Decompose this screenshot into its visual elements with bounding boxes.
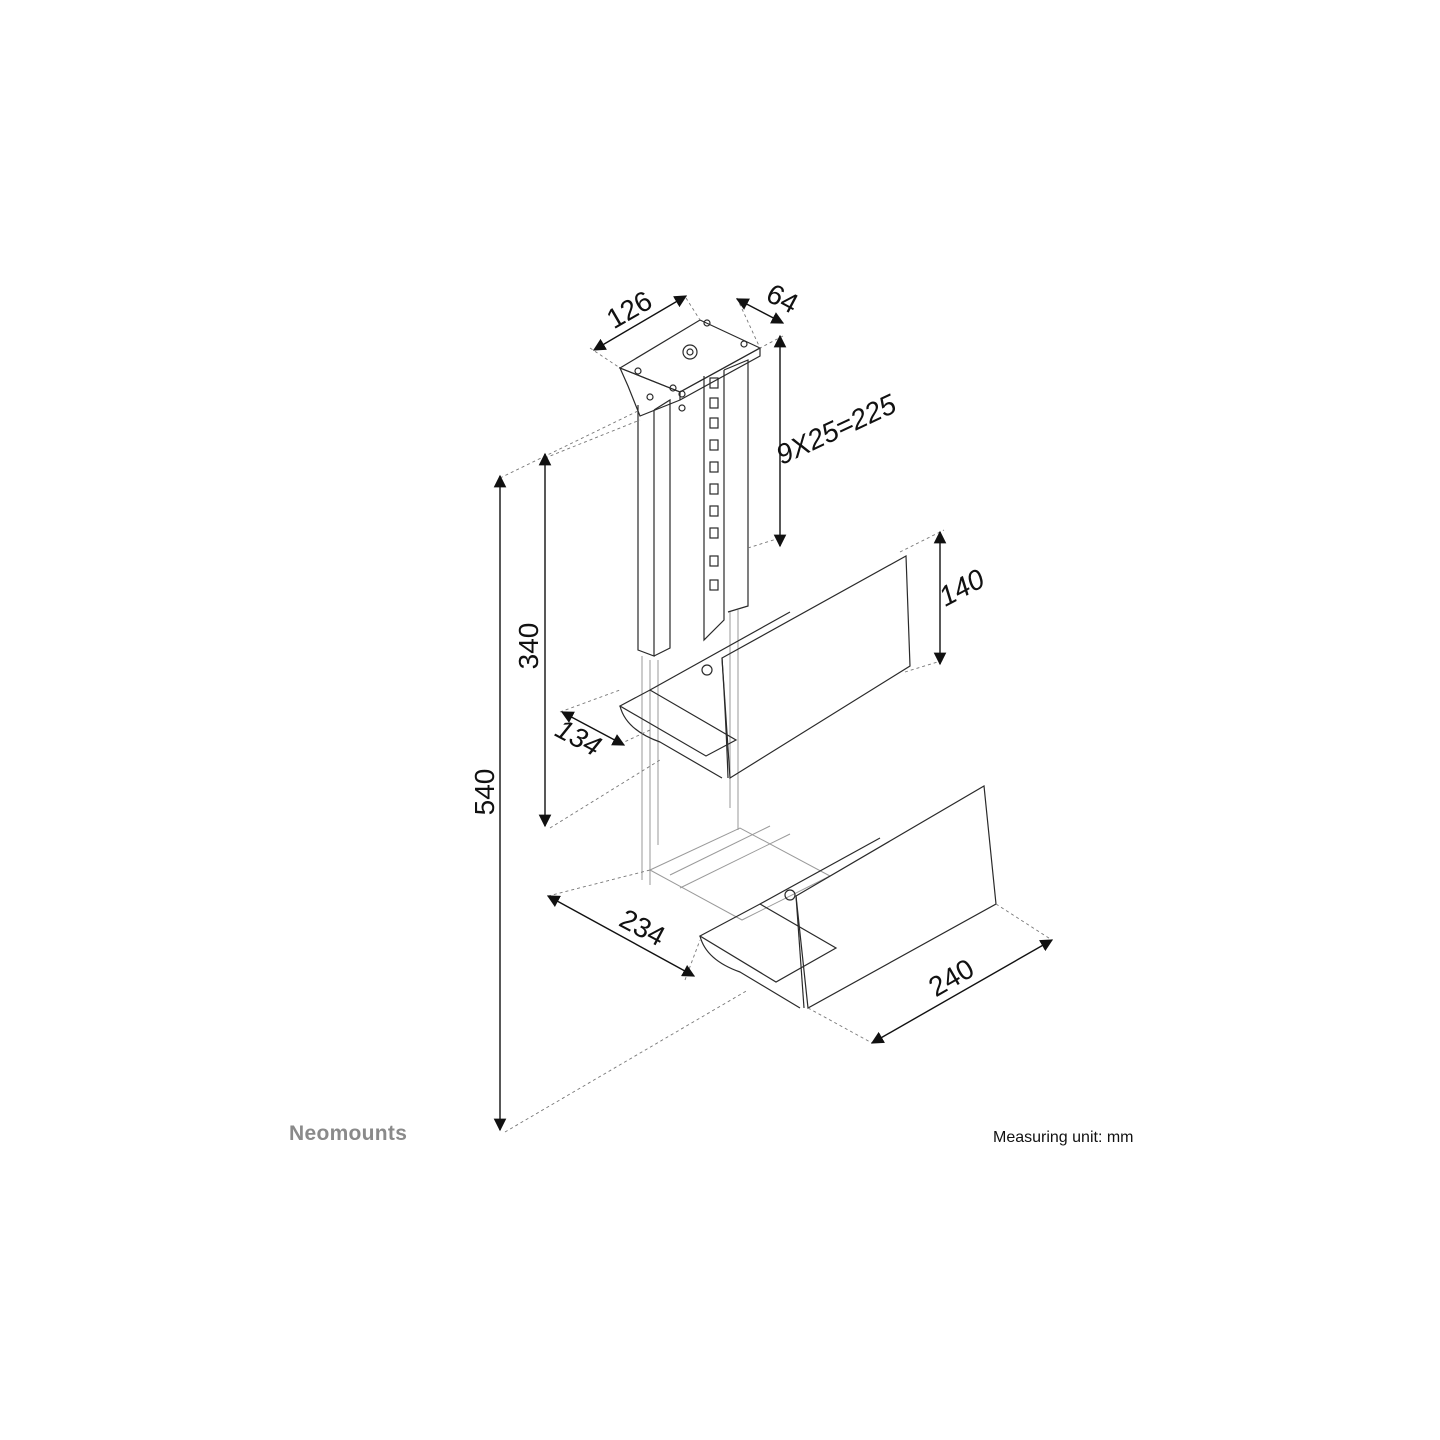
vertical-column-right bbox=[703, 359, 749, 830]
cpu-holder-illustration bbox=[618, 319, 997, 1009]
extension-lines bbox=[499, 297, 1053, 1133]
dimline-64 bbox=[735, 298, 785, 324]
dim-label-126: 126 bbox=[601, 285, 657, 335]
dimension-labels: 126 64 9X25=225 140 340 540 134 234 240 bbox=[469, 278, 990, 1003]
dim-label-540: 540 bbox=[469, 769, 500, 816]
dimline-134 bbox=[560, 711, 626, 746]
adjustment-slots bbox=[709, 377, 719, 591]
dim-label-64: 64 bbox=[761, 278, 803, 320]
dimension-lines bbox=[493, 295, 1054, 1132]
dim-label-340: 340 bbox=[513, 623, 544, 670]
dim-label-234: 234 bbox=[615, 903, 671, 952]
holder-position-upper bbox=[618, 555, 911, 780]
dim-label-240: 240 bbox=[923, 953, 979, 1003]
brand-logo: Neomounts bbox=[289, 1122, 408, 1145]
dimline-234 bbox=[546, 895, 696, 977]
vertical-column-left bbox=[637, 398, 671, 885]
measuring-unit-note: Measuring unit: mm bbox=[993, 1129, 1134, 1146]
dim-label-height-adjust: 9X25=225 bbox=[771, 388, 901, 471]
dim-label-140: 140 bbox=[934, 563, 990, 613]
dimline-126 bbox=[592, 295, 688, 351]
dimline-240 bbox=[870, 939, 1054, 1044]
dim-label-134: 134 bbox=[551, 713, 607, 762]
top-mounting-plate bbox=[618, 319, 762, 417]
